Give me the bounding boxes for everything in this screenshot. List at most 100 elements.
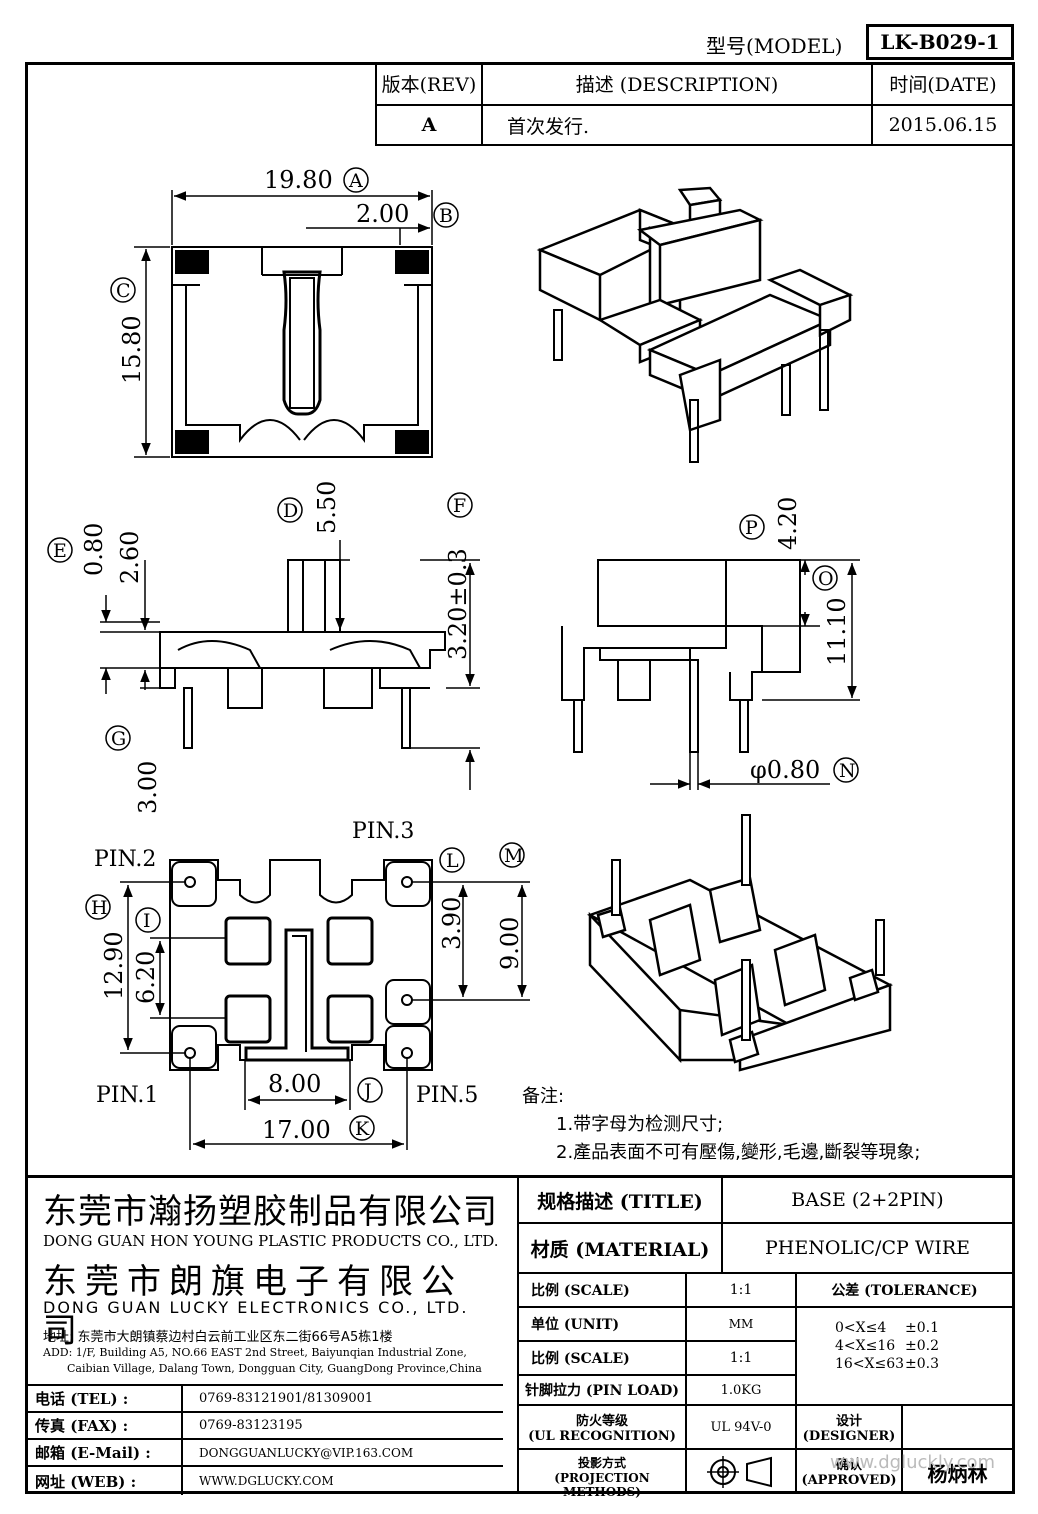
watermark: www.dgluckly.com: [830, 1452, 996, 1473]
company-cn-1: 东莞市瀚扬塑胶制品有限公司: [43, 1192, 498, 1232]
title-label: 规格描述 (TITLE): [519, 1178, 723, 1224]
material-value: PHENOLIC/CP WIRE: [723, 1224, 1012, 1274]
dim-e: 0.80: [80, 523, 108, 576]
dim-h: 12.90: [100, 931, 128, 1000]
rev-header: 版本(REV): [377, 62, 483, 106]
label-c-circle: C: [110, 277, 136, 303]
tolerance-label: 公差 (TOLERANCE): [797, 1274, 1012, 1308]
dim-m: 9.00: [496, 917, 524, 970]
mail-label: 邮箱 (E-Mail) :: [25, 1440, 183, 1467]
company-en-1: DONG GUAN HON YOUNG PLASTIC PRODUCTS CO.…: [43, 1232, 499, 1250]
iso-pins-top: [553, 309, 829, 463]
scale-label: 比例 (SCALE): [519, 1274, 687, 1308]
projection-label: 投影方式 (PROJECTION METHODS): [519, 1450, 687, 1499]
iso-pins-bottom: [611, 814, 885, 1041]
svg-text:C: C: [116, 280, 131, 302]
front-view: [159, 559, 446, 749]
date-header: 时间(DATE): [873, 62, 1013, 106]
label-d-circle: D: [277, 497, 303, 523]
svg-text:H: H: [91, 897, 108, 919]
label-o-circle: O: [812, 565, 838, 591]
dim-f: 3.20±0.3: [444, 548, 472, 660]
label-i-circle: I: [135, 907, 161, 933]
label-f-circle: F: [447, 492, 473, 518]
designer-value: [903, 1406, 1012, 1450]
approved-value: 杨炳林: [927, 1461, 988, 1486]
company-address-cn: 地址: 东莞市大朗镇蔡边村白云前工业区东二街66号A5栋1楼: [43, 1330, 393, 1345]
dim-l: 3.90: [438, 897, 466, 950]
approved-label: 确认 (APPROVED): [797, 1450, 903, 1494]
rev-value: A: [377, 106, 483, 144]
dim-d: 5.50: [313, 481, 341, 534]
drawing-frame: [25, 62, 1015, 1494]
dim-e2: 2.60: [116, 531, 144, 584]
mail-value: DONGGUANLUCKY@VIP.163.COM: [183, 1440, 503, 1467]
dim-k: 17.00: [262, 1116, 331, 1144]
svg-text:M: M: [504, 845, 523, 867]
web-value: WWW.DGLUCKY.COM: [199, 1474, 334, 1488]
company-address-en-2: Caibian Village, Dalang Town, Dongguan C…: [67, 1362, 482, 1375]
projection-symbol: [687, 1450, 797, 1494]
label-a-circle: A: [343, 167, 369, 193]
svg-text:J: J: [362, 1080, 372, 1102]
scale2-value: 1:1: [687, 1342, 797, 1376]
fax-label: 传真 (FAX) :: [25, 1413, 183, 1440]
svg-text:F: F: [453, 495, 466, 517]
label-b-circle: B: [433, 202, 459, 228]
side-view: [561, 559, 801, 753]
tolerance-values: 0<X≤4 ±0.1 4<X≤16 ±0.2 16<X≤63 ±0.3: [797, 1308, 1012, 1406]
dim-c: 15.80: [118, 315, 146, 384]
label-g-circle: G: [105, 725, 131, 751]
model-value: LK-B029-1: [866, 24, 1014, 60]
company-cn-2: 东莞市朗旗电子有限公司: [43, 1262, 463, 1351]
revision-table: 版本(REV) 描述 (DESCRIPTION) 时间(DATE) A 首次发行…: [375, 62, 1015, 146]
company-address-en-1: ADD: 1/F, Building A5, NO.66 EAST 2nd St…: [43, 1346, 467, 1359]
scale2-label: 比例 (SCALE): [519, 1342, 687, 1376]
tel-value: 0769-83121901/81309001: [183, 1386, 503, 1413]
dim-i: 6.20: [132, 951, 160, 1004]
iso-view-bottom: [586, 876, 893, 1072]
label-p-circle: P: [739, 514, 765, 540]
svg-text:E: E: [53, 540, 67, 562]
svg-text:G: G: [111, 728, 126, 750]
svg-text:A: A: [348, 170, 363, 192]
svg-text:N: N: [839, 760, 856, 782]
label-l-circle: L: [439, 847, 465, 873]
svg-text:B: B: [439, 205, 453, 227]
svg-text:K: K: [355, 1118, 370, 1140]
bottom-view: [169, 859, 433, 1071]
title-value: BASE (2+2PIN): [723, 1178, 1012, 1224]
label-k-circle: K: [349, 1115, 375, 1141]
pin5-label: PIN.5: [416, 1083, 478, 1108]
pinload-value: 1.0KG: [687, 1376, 797, 1406]
pin3-label: PIN.3: [352, 819, 414, 844]
designer-label: 设计 (DESIGNER): [797, 1406, 903, 1450]
svg-text:L: L: [446, 850, 459, 872]
svg-text:P: P: [745, 517, 758, 539]
notes-line2: 2.產品表面不可有壓傷,變形,毛邊,斷裂等現象;: [556, 1142, 920, 1163]
svg-text:I: I: [143, 910, 151, 932]
top-view: [171, 246, 433, 458]
dim-n: φ0.80: [750, 756, 820, 784]
first-angle-projection-icon: [707, 1456, 772, 1488]
label-e-circle: E: [47, 537, 73, 563]
unit-value: MM: [687, 1308, 797, 1342]
label-h-circle: H: [85, 894, 111, 920]
desc-value: 首次发行.: [483, 106, 873, 144]
pin2-label: PIN.2: [94, 847, 156, 872]
desc-header: 描述 (DESCRIPTION): [483, 62, 873, 106]
notes-line1: 1.带字母为检测尺寸;: [556, 1114, 723, 1135]
svg-text:O: O: [818, 568, 834, 590]
title-block: 东莞市瀚扬塑胶制品有限公司 DONG GUAN HON YOUNG PLASTI…: [25, 1175, 1015, 1499]
company-block: 东莞市瀚扬塑胶制品有限公司 DONG GUAN HON YOUNG PLASTI…: [25, 1178, 503, 1384]
web-label: 网址 (WEB) :: [25, 1467, 183, 1495]
dim-j: 8.00: [268, 1070, 321, 1098]
dim-b: 2.00: [356, 200, 409, 228]
pin1-label: PIN.1: [96, 1083, 158, 1108]
dim-o: 11.10: [823, 597, 851, 666]
svg-text:D: D: [283, 500, 298, 522]
fax-value: 0769-83123195: [183, 1413, 503, 1440]
model-label: 型号(MODEL): [706, 34, 843, 58]
iso-view-top: [536, 186, 854, 432]
spec-block: 规格描述 (TITLE) BASE (2+2PIN) 材质 (MATERIAL)…: [517, 1178, 1012, 1499]
